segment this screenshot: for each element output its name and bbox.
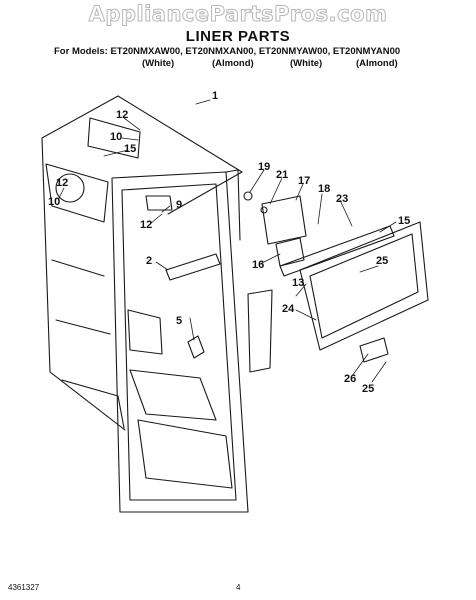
callout-26: 26 <box>344 373 356 385</box>
part-24-panel <box>299 221 429 351</box>
crisper-step <box>127 309 163 355</box>
part-9-clip <box>145 195 173 211</box>
part-5-fitting <box>187 335 205 359</box>
left-wall-mount-upper <box>87 117 141 159</box>
liner-front-frame <box>111 171 249 513</box>
part-13-strip <box>247 289 273 373</box>
callout-2: 2 <box>146 255 152 267</box>
callout-10: 10 <box>48 196 60 208</box>
left-wall-step <box>51 259 111 335</box>
callout-19: 19 <box>258 161 270 173</box>
callout-13: 13 <box>292 277 304 289</box>
callout-15: 15 <box>398 215 410 227</box>
liner-floor-front <box>137 419 233 489</box>
part-21-screw <box>260 206 268 214</box>
callout-5: 5 <box>176 315 182 327</box>
variant-label-2: (Almond) <box>212 58 254 69</box>
variant-label-1: (White) <box>142 58 175 69</box>
mount-circle <box>55 173 85 203</box>
part-17-housing <box>261 195 307 245</box>
liner-right-wall <box>225 169 241 241</box>
callout-12: 12 <box>56 177 68 189</box>
callout-21: 21 <box>276 169 288 181</box>
part-24-panel-inner <box>309 233 419 339</box>
callout-15: 15 <box>124 143 136 155</box>
liner-front-frame-inner <box>121 183 237 501</box>
callout-25: 25 <box>376 255 388 267</box>
page-title: LINER PARTS <box>185 28 291 45</box>
part-2-bracket <box>165 253 221 281</box>
crisper-bottom <box>61 379 125 429</box>
part-16-fan <box>275 237 305 267</box>
callout-23: 23 <box>336 193 348 205</box>
part-19-washer <box>243 191 253 201</box>
callout-10: 10 <box>110 131 122 143</box>
footer-page-number: 4 <box>236 583 241 592</box>
part-26-cover <box>359 337 389 363</box>
left-wall-mount-lower <box>45 163 109 223</box>
callout-1: 1 <box>212 90 218 102</box>
callout-9: 9 <box>176 199 182 211</box>
watermark-logo: AppliancePartsPros.com <box>88 2 388 27</box>
callout-18: 18 <box>318 183 330 195</box>
callout-24: 24 <box>282 303 295 315</box>
callout-25: 25 <box>362 383 374 395</box>
callout-12: 12 <box>140 219 152 231</box>
callout-12: 12 <box>116 109 128 121</box>
callout-16: 16 <box>252 259 264 271</box>
leader-lines <box>57 99 397 383</box>
liner-left-wall <box>41 137 126 431</box>
part-23-strip <box>279 225 395 277</box>
models-line: For Models: ET20NMXAW00, ET20NMXAN00, ET… <box>54 46 401 57</box>
footer-part-number: 4361327 <box>8 583 40 592</box>
variant-label-3: (White) <box>290 58 323 69</box>
variant-label-4: (Almond) <box>356 58 398 69</box>
callout-17: 17 <box>298 175 310 187</box>
liner-floor <box>129 369 217 421</box>
liner-top <box>41 95 243 215</box>
